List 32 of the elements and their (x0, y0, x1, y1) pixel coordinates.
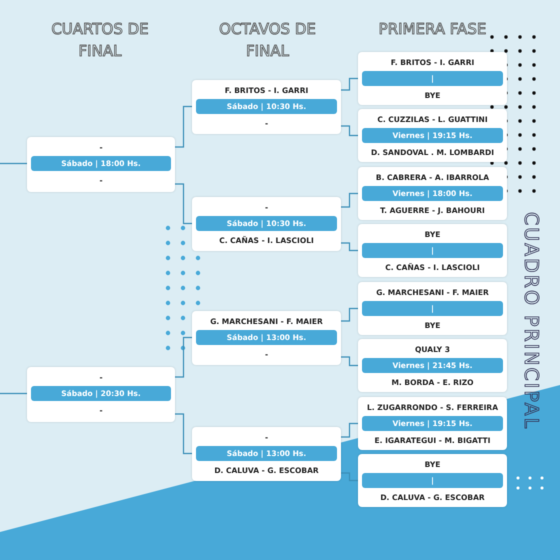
connector-line (341, 422, 358, 438)
match-card (358, 167, 507, 220)
connector-line (0, 392, 27, 394)
match-card (358, 109, 507, 162)
match-card (192, 80, 341, 134)
match-card (358, 282, 507, 335)
column-heading: OCTAVOS DE FINAL (218, 19, 317, 62)
match-card (27, 137, 175, 192)
connector-line (341, 192, 358, 208)
connector-line (341, 308, 358, 322)
match-card (192, 427, 341, 481)
match-card (358, 454, 507, 507)
connector-line (341, 472, 358, 482)
match-card (358, 339, 507, 392)
connector-line (175, 183, 192, 224)
connector-line (0, 162, 27, 164)
connector-line (175, 336, 192, 378)
connector-line (175, 106, 192, 148)
connector-line (341, 356, 358, 366)
match-card (27, 367, 175, 422)
match-card (192, 311, 341, 365)
connector-line (341, 78, 358, 91)
match-card (358, 52, 507, 105)
connector-line (341, 242, 358, 252)
connector-line (175, 413, 192, 454)
match-card (192, 197, 341, 251)
title: CUADRO PRINCIPAL (520, 212, 542, 430)
match-card (358, 224, 507, 277)
column-heading: PRIMERA FASE (378, 19, 488, 40)
match-card (358, 397, 507, 450)
column-heading: CUARTOS DE FINAL (50, 19, 150, 62)
connector-line (341, 125, 358, 136)
